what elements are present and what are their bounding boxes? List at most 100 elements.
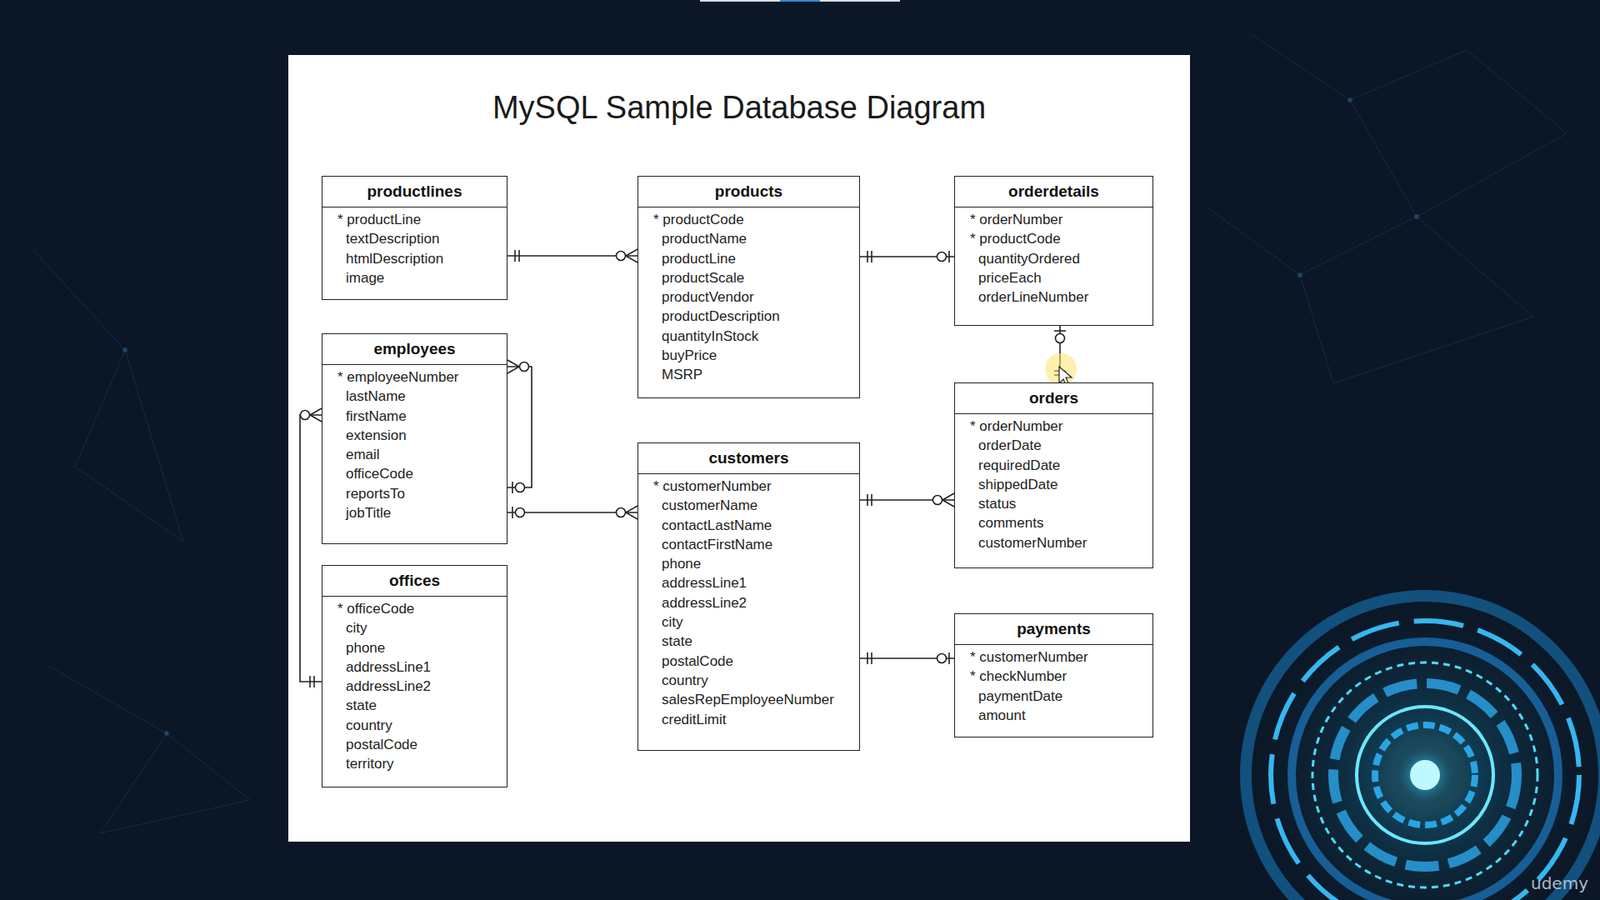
field-name: creditLimit xyxy=(661,710,726,730)
entity-table: customers* customerNumbercustomerNamecon… xyxy=(637,442,860,751)
field-name: firstName xyxy=(345,406,407,426)
field-name: MSRP xyxy=(661,365,703,385)
field-name: country xyxy=(345,715,393,735)
field-name: status xyxy=(978,494,1016,514)
field-name: postalCode xyxy=(661,651,734,671)
table-header: offices xyxy=(322,565,507,597)
table-fields: * officeCodecityphoneaddressLine1address… xyxy=(322,596,507,778)
field-name: addressLine1 xyxy=(345,657,431,677)
field-name: * productCode xyxy=(653,210,745,230)
field-name: state xyxy=(345,695,377,715)
field-name: shippedDate xyxy=(978,475,1058,495)
entity-table: productlines* productLinetextDescription… xyxy=(321,175,508,300)
table-header: productlines xyxy=(322,176,507,208)
field-name: amount xyxy=(978,705,1026,725)
table-name: orders xyxy=(1029,383,1079,414)
table-name: customers xyxy=(708,443,789,474)
field-name: * productCode xyxy=(970,229,1061,249)
entity-table: orders* orderNumberorderDaterequiredDate… xyxy=(954,382,1154,569)
table-name: productlines xyxy=(366,176,462,207)
field-name: productLine xyxy=(661,249,736,269)
table-name: orderdetails xyxy=(1008,176,1100,207)
relationship-line xyxy=(860,493,955,507)
table-fields: * productLinetextDescriptionhtmlDescript… xyxy=(322,207,507,291)
field-name: salesRepEmployeeNumber xyxy=(661,690,835,710)
relationship-line xyxy=(507,505,638,520)
field-name: addressLine1 xyxy=(661,573,747,593)
field-name: * checkNumber xyxy=(970,666,1067,686)
field-name: officeCode xyxy=(345,464,414,484)
field-name: image xyxy=(345,268,385,288)
table-name: offices xyxy=(389,565,440,596)
field-name: state xyxy=(661,631,693,651)
field-name: territory xyxy=(345,754,395,774)
field-name: extension xyxy=(345,425,407,445)
field-name: htmlDescription xyxy=(345,249,444,269)
entity-table: payments* customerNumber* checkNumberpay… xyxy=(954,613,1154,738)
field-name: productScale xyxy=(661,268,745,288)
field-name: * orderNumber xyxy=(970,210,1064,230)
field-name: orderDate xyxy=(978,435,1042,455)
field-name: phone xyxy=(661,554,701,574)
table-fields: * orderNumberorderDaterequiredDateshippe… xyxy=(955,414,1153,556)
relationship-line xyxy=(860,652,955,665)
watermark: udemy xyxy=(1530,873,1589,894)
table-header: orders xyxy=(955,383,1153,415)
table-header: payments xyxy=(955,614,1153,645)
field-name: requiredDate xyxy=(978,455,1060,475)
field-name: phone xyxy=(345,638,385,658)
field-name: city xyxy=(661,612,684,632)
field-name: textDescription xyxy=(345,229,440,249)
field-name: contactLastName xyxy=(661,515,772,535)
table-header: products xyxy=(638,176,860,208)
field-name: comments xyxy=(978,513,1044,533)
field-name: city xyxy=(345,618,368,638)
field-name: jobTitle xyxy=(345,503,391,523)
entity-table: products* productCodeproductNameproductL… xyxy=(637,175,860,399)
field-name: * officeCode xyxy=(337,599,415,619)
relationship-line xyxy=(1054,325,1066,383)
table-fields: * productCodeproductNameproductLineprodu… xyxy=(638,207,860,389)
table-header: employees xyxy=(322,334,507,365)
field-name: customerName xyxy=(661,495,758,515)
field-name: country xyxy=(661,670,709,690)
field-name: quantityOrdered xyxy=(978,249,1080,269)
field-name: * productLine xyxy=(337,210,421,230)
relationship-line xyxy=(300,408,322,688)
field-name: productName xyxy=(661,229,747,249)
field-name: lastName xyxy=(345,386,406,406)
relationship-line xyxy=(860,250,955,263)
relationship-line xyxy=(507,249,638,263)
table-name: products xyxy=(715,176,783,207)
field-name: reportsTo xyxy=(345,484,405,504)
field-name: customerNumber xyxy=(978,533,1087,553)
table-fields: * employeeNumberlastNamefirstNameextensi… xyxy=(322,365,507,526)
table-name: payments xyxy=(1016,614,1091,645)
entity-table: offices* officeCodecityphoneaddressLine1… xyxy=(321,565,508,788)
field-name: * customerNumber xyxy=(970,647,1089,667)
table-fields: * customerNumbercustomerNamecontactLastN… xyxy=(638,474,860,733)
field-name: email xyxy=(345,445,380,465)
field-name: productVendor xyxy=(661,287,755,307)
field-name: buyPrice xyxy=(661,345,717,365)
field-name: paymentDate xyxy=(978,686,1063,706)
entity-table: orderdetails* orderNumber* productCodequ… xyxy=(954,175,1154,326)
diagram-title: MySQL Sample Database Diagram xyxy=(288,90,1190,126)
field-name: productDescription xyxy=(661,306,780,326)
field-name: quantityInStock xyxy=(661,326,759,346)
table-header: orderdetails xyxy=(955,176,1153,208)
table-name: employees xyxy=(373,334,455,365)
entity-table: employees* employeeNumberlastNamefirstNa… xyxy=(321,333,508,545)
field-name: contactFirstName xyxy=(661,535,773,555)
field-name: orderLineNumber xyxy=(978,287,1089,307)
field-name: postalCode xyxy=(345,735,418,755)
field-name: priceEach xyxy=(978,268,1042,288)
relationship-line xyxy=(507,360,532,494)
field-name: addressLine2 xyxy=(661,593,747,613)
field-name: * customerNumber xyxy=(653,476,772,496)
table-header: customers xyxy=(638,443,860,475)
field-name: addressLine2 xyxy=(345,676,431,696)
field-name: * employeeNumber xyxy=(337,367,460,387)
table-fields: * orderNumber* productCodequantityOrdere… xyxy=(955,207,1153,310)
field-name: * orderNumber xyxy=(970,416,1064,436)
